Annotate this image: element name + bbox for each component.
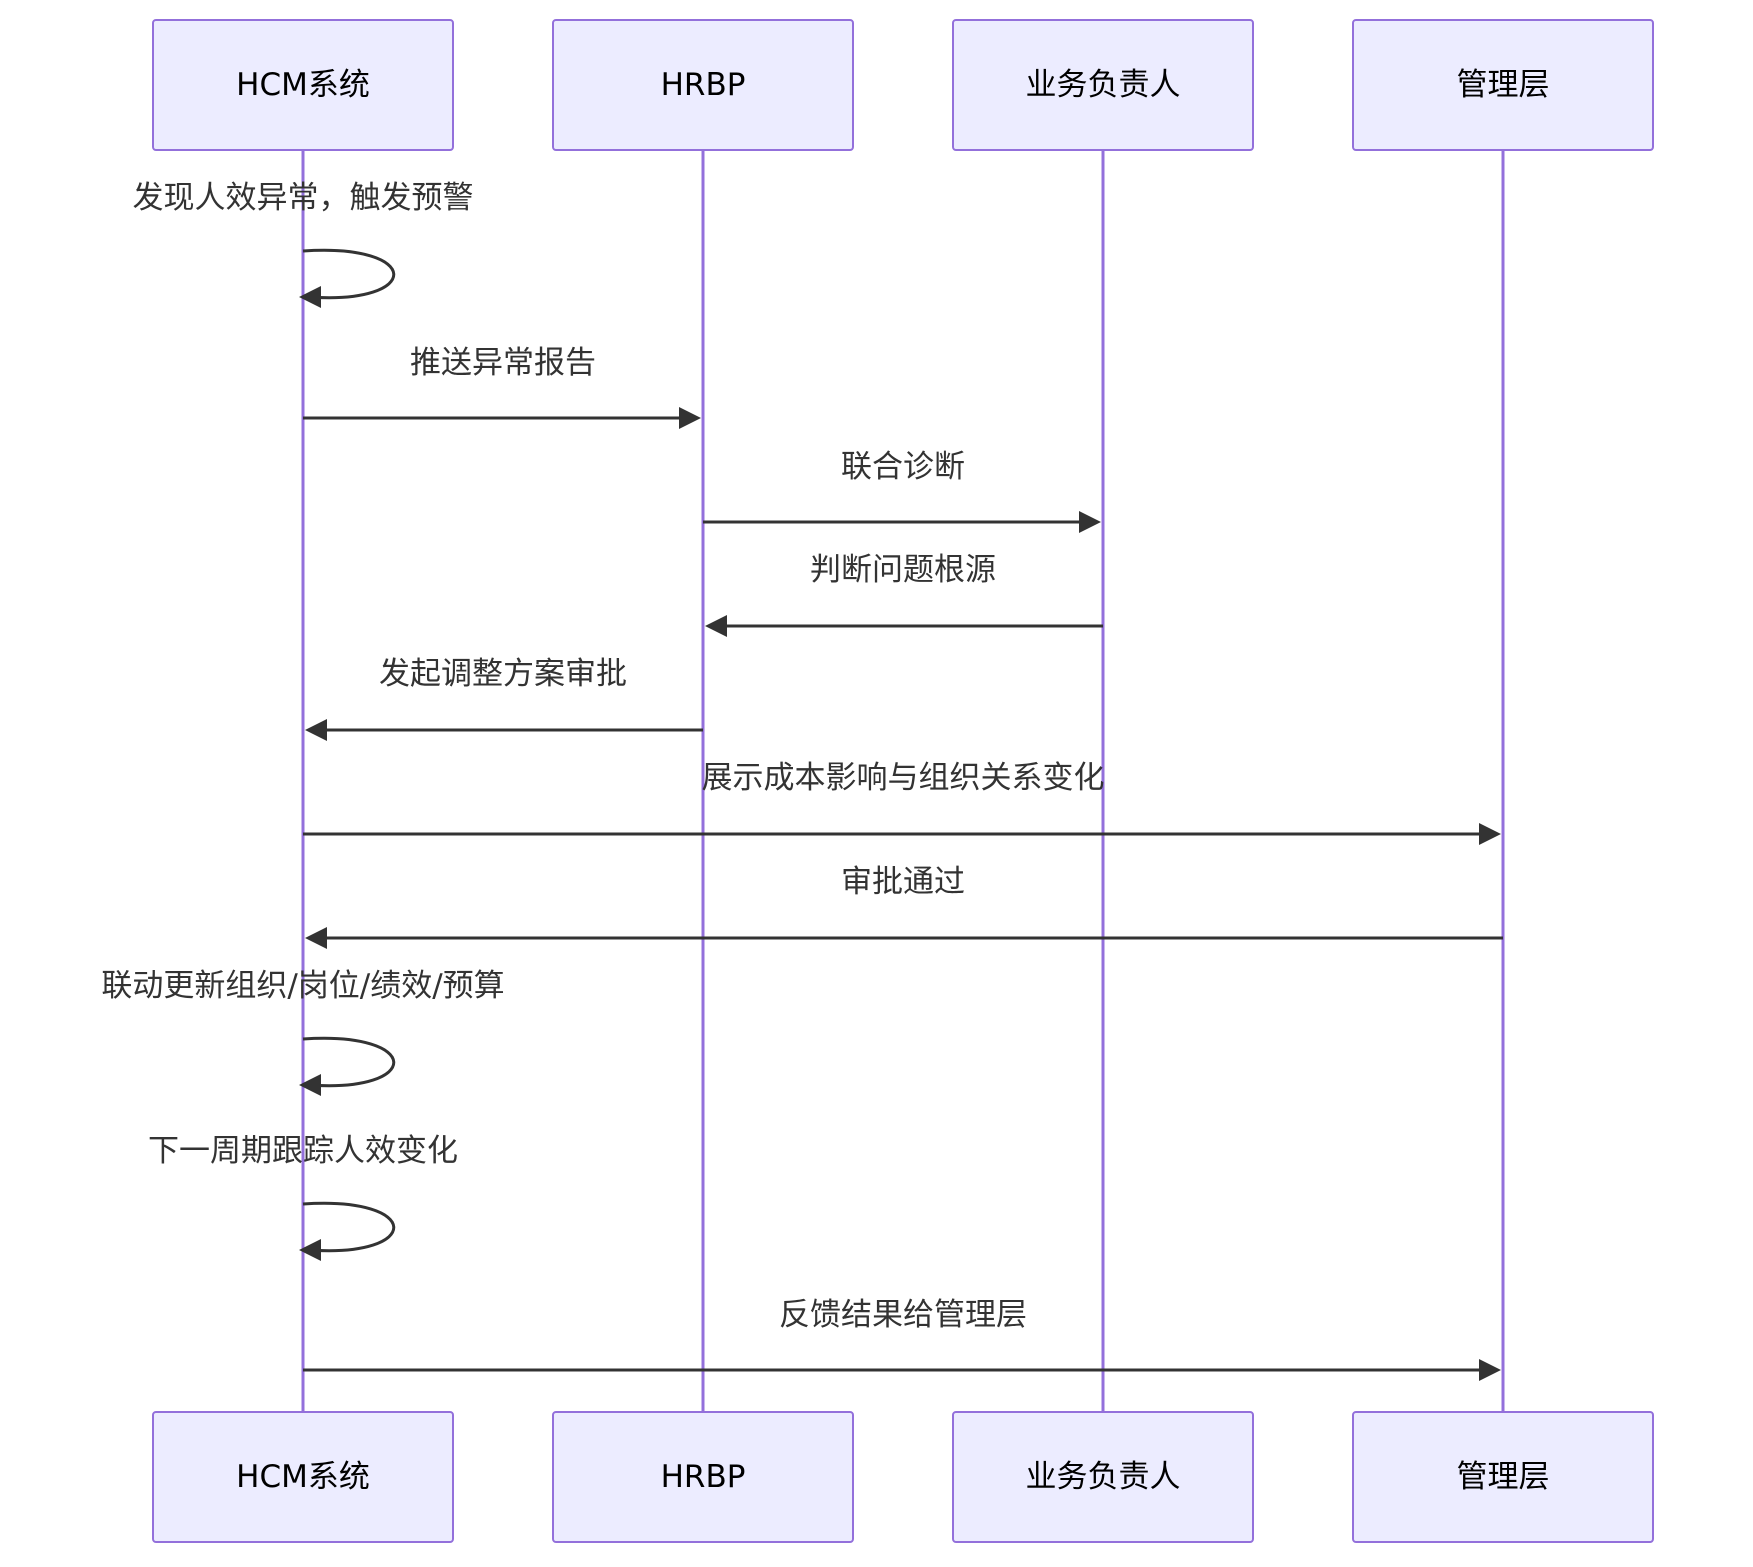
message-label: 联合诊断 xyxy=(841,449,965,485)
message-label: 联动更新组织/岗位/绩效/预算 xyxy=(101,968,504,1004)
participant-label: HRBP xyxy=(661,1459,746,1495)
participant-box xyxy=(552,1411,854,1543)
participant-label: 业务负责人 xyxy=(1026,67,1181,103)
arrowhead xyxy=(299,1074,321,1096)
participant-box xyxy=(1352,1411,1654,1543)
message-label: 下一周期跟踪人效变化 xyxy=(148,1133,458,1169)
participant-biz-top: 业务负责人 xyxy=(952,19,1254,151)
participant-label: HRBP xyxy=(661,67,746,103)
message-6: 展示成本影响与组织关系变化 xyxy=(303,760,1501,845)
arrowhead xyxy=(705,615,727,637)
arrowhead xyxy=(305,719,327,741)
participants-bottom: HCM系统 HRBP 业务负责人 管理层 xyxy=(152,1411,1654,1543)
arrowhead xyxy=(679,407,701,429)
participant-label: 管理层 xyxy=(1457,67,1550,103)
message-label: 发现人效异常，触发预警 xyxy=(133,180,474,216)
message-7: 审批通过 xyxy=(305,864,1503,949)
participant-box xyxy=(952,1411,1254,1543)
message-10: 反馈结果给管理层 xyxy=(303,1297,1501,1381)
message-2: 推送异常报告 xyxy=(303,345,701,429)
participant-box xyxy=(952,19,1254,151)
participant-box xyxy=(152,19,454,151)
participant-mgmt-top: 管理层 xyxy=(1352,19,1654,151)
participant-biz-bottom: 业务负责人 xyxy=(952,1411,1254,1543)
messages: 发现人效异常，触发预警推送异常报告联合诊断判断问题根源发起调整方案审批展示成本影… xyxy=(101,180,1503,1381)
message-label: 反馈结果给管理层 xyxy=(779,1297,1027,1333)
message-label: 审批通过 xyxy=(841,864,965,900)
arrowhead xyxy=(299,1239,321,1261)
participant-label: HCM系统 xyxy=(236,1459,370,1495)
participant-hrbp-top: HRBP xyxy=(552,19,854,151)
arrowhead xyxy=(1079,511,1101,533)
message-8: 联动更新组织/岗位/绩效/预算 xyxy=(101,968,505,1096)
participants-top: HCM系统 HRBP 业务负责人 管理层 xyxy=(152,19,1654,151)
participant-box xyxy=(1352,19,1654,151)
participant-box xyxy=(152,1411,454,1543)
participant-hcm-top: HCM系统 xyxy=(152,19,454,151)
message-5: 发起调整方案审批 xyxy=(305,656,703,741)
participant-label: HCM系统 xyxy=(236,67,370,103)
arrowhead xyxy=(1479,1359,1501,1381)
arrowhead xyxy=(1479,823,1501,845)
participant-mgmt-bottom: 管理层 xyxy=(1352,1411,1654,1543)
message-label: 推送异常报告 xyxy=(410,345,596,381)
self-message-loop xyxy=(302,248,396,300)
message-label: 判断问题根源 xyxy=(810,552,996,588)
participant-hcm-bottom: HCM系统 xyxy=(152,1411,454,1543)
self-message-loop xyxy=(302,1036,396,1088)
arrowhead xyxy=(299,286,321,308)
message-1: 发现人效异常，触发预警 xyxy=(133,180,474,308)
message-9: 下一周期跟踪人效变化 xyxy=(148,1133,458,1261)
participant-box xyxy=(552,19,854,151)
message-label: 发起调整方案审批 xyxy=(379,656,627,692)
arrowhead xyxy=(305,927,327,949)
participant-hrbp-bottom: HRBP xyxy=(552,1411,854,1543)
message-3: 联合诊断 xyxy=(703,449,1101,533)
participant-label: 管理层 xyxy=(1457,1459,1550,1495)
message-label: 展示成本影响与组织关系变化 xyxy=(702,760,1105,796)
message-4: 判断问题根源 xyxy=(705,552,1103,637)
lifelines xyxy=(301,150,1505,1412)
participant-label: 业务负责人 xyxy=(1026,1459,1181,1495)
self-message-loop xyxy=(302,1201,396,1253)
